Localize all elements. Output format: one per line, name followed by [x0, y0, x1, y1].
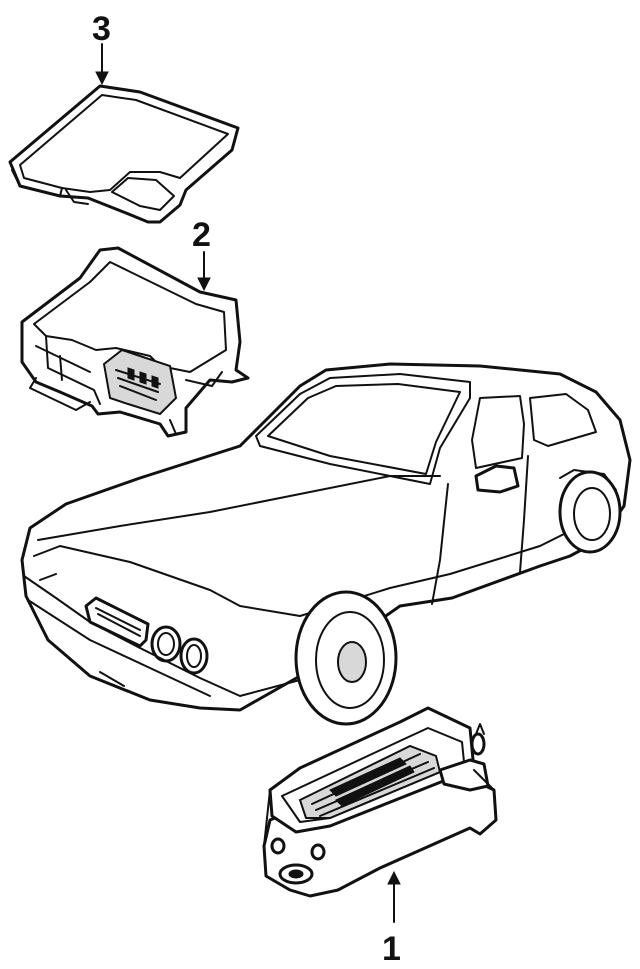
control-module[interactable]: [262, 706, 498, 898]
vehicle-illustration: [20, 362, 632, 726]
callout-number-1: 1: [382, 930, 401, 968]
callout-number-3: 3: [92, 10, 111, 48]
module-bracket[interactable]: [20, 246, 250, 438]
module-cover[interactable]: [8, 84, 240, 224]
callout-2: 2: [192, 216, 211, 292]
callout-3: 3: [92, 10, 111, 86]
callout-number-2: 2: [192, 216, 211, 254]
callout-1: 1: [382, 870, 401, 968]
